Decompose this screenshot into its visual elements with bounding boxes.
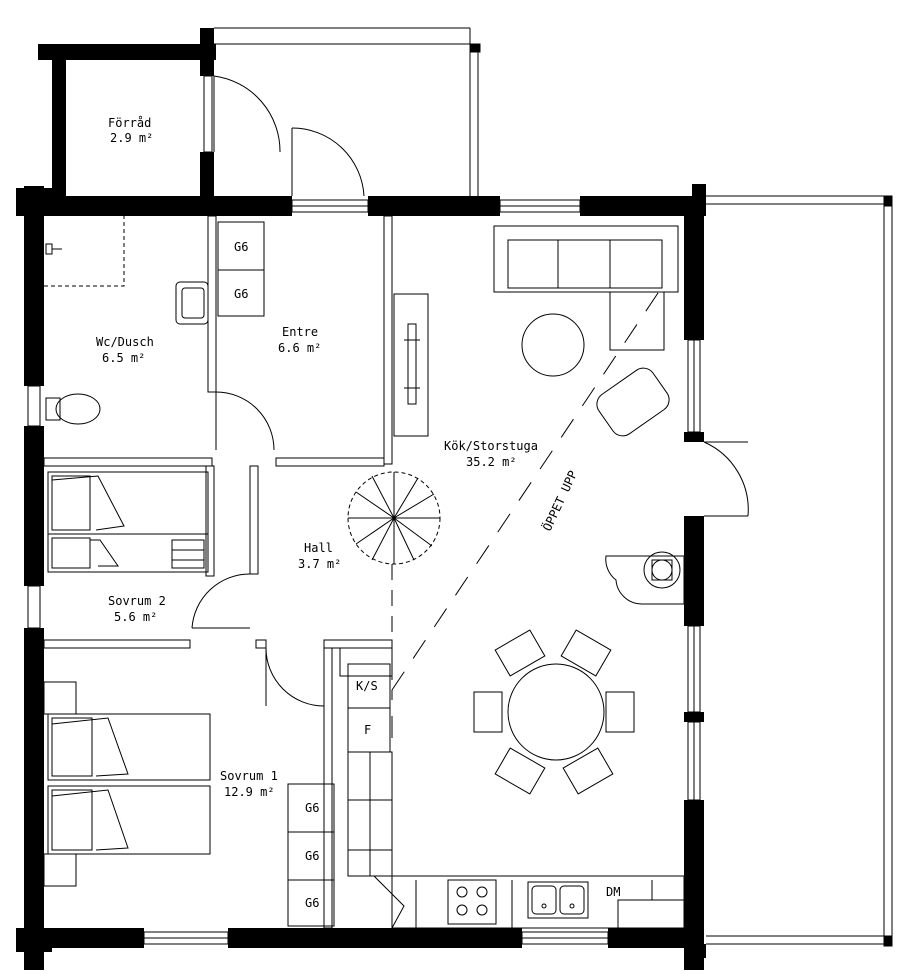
windows <box>27 75 701 945</box>
sovrum1-furniture <box>43 681 335 927</box>
fridge-freezer-label: K/S <box>356 679 378 693</box>
room-name-hall: Hall <box>304 541 333 555</box>
room-name-sovrum2: Sovrum 2 <box>108 594 166 608</box>
porch-outlines <box>214 27 893 947</box>
wardrobe-label-g6: G6 <box>305 849 319 863</box>
open-up-annotation: ÖPPET UPP <box>538 468 580 534</box>
room-area-kok: 35.2 m² <box>466 455 517 469</box>
open-void-line <box>391 289 661 928</box>
bathroom-fixtures <box>44 216 209 425</box>
room-name-kok: Kök/Storstuga <box>444 439 538 453</box>
room-area-wc: 6.5 m² <box>102 351 145 365</box>
room-area-sovrum2: 5.6 m² <box>114 610 157 624</box>
cabinet-label-g6: G6 <box>234 240 248 254</box>
freezer-label: F <box>364 723 371 737</box>
room-area-forrad: 2.9 m² <box>110 131 153 145</box>
room-name-forrad: Förråd <box>108 116 151 130</box>
cabinet-label-g6: G6 <box>234 287 248 301</box>
room-name-wc: Wc/Dusch <box>96 335 154 349</box>
exterior-walls <box>16 28 706 970</box>
interior-walls <box>43 215 393 929</box>
doors <box>191 75 749 707</box>
kitchen-units <box>347 663 685 929</box>
room-area-sovrum1: 12.9 m² <box>224 785 275 799</box>
spiral-staircase <box>347 471 441 565</box>
room-area-entre: 6.6 m² <box>278 341 321 355</box>
room-area-hall: 3.7 m² <box>298 557 341 571</box>
room-name-sovrum1: Sovrum 1 <box>220 769 278 783</box>
entre-cabinets <box>217 221 265 317</box>
living-furniture <box>393 225 685 795</box>
room-name-entre: Entre <box>282 325 318 339</box>
wardrobe-label-g6: G6 <box>305 896 319 910</box>
bunk-beds <box>47 471 209 573</box>
dishwasher-label: DM <box>606 885 620 899</box>
wardrobe-label-g6: G6 <box>305 801 319 815</box>
